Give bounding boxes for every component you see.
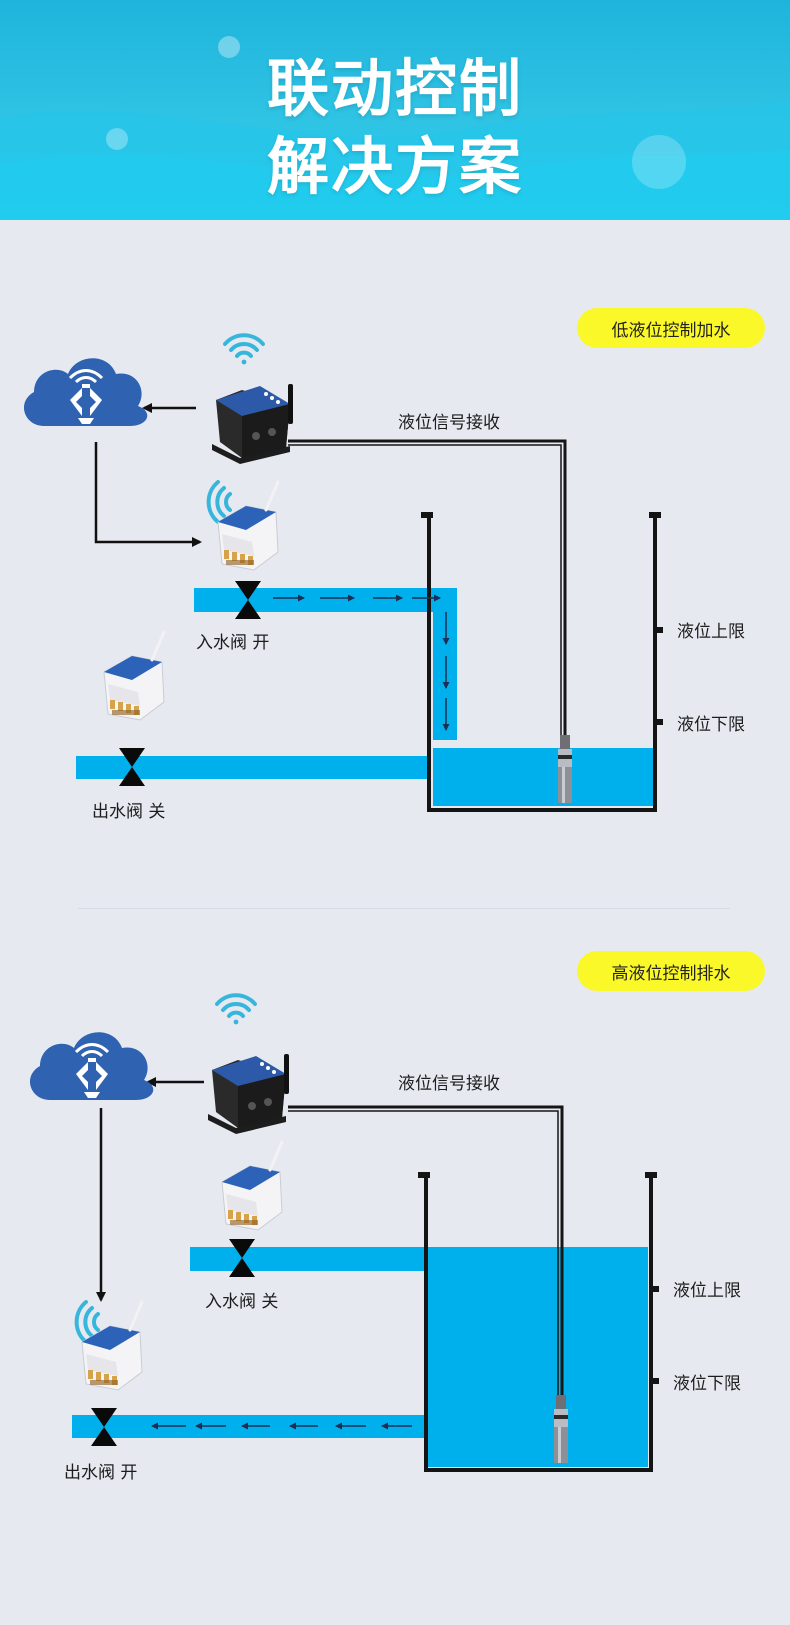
tank-water-low (433, 748, 653, 806)
inlet-valve-label: 入水阀 开 (196, 633, 270, 653)
signal-cable (288, 439, 567, 735)
lower-limit-label: 液位下限 (677, 715, 745, 735)
signal-label: 液位信号接收 (398, 413, 500, 433)
inlet-pipe (190, 1247, 430, 1271)
gateway-device-icon (208, 1054, 289, 1134)
mode-badge-high: 高液位控制排水 (577, 951, 765, 991)
inlet-flow-arrows (273, 594, 450, 731)
inlet-valve-label: 入水阀 关 (205, 1292, 279, 1312)
section-divider (78, 908, 730, 909)
panel-low-level (22, 333, 663, 812)
outlet-controller-module-icon (102, 630, 166, 722)
signal-cable (288, 1105, 564, 1395)
header-banner: 联动控制 解决方案 (0, 0, 790, 220)
outlet-valve-label: 出水阀 关 (92, 802, 166, 822)
tank-water-high (426, 1247, 648, 1467)
panel-high-level (28, 993, 659, 1472)
cloud-to-inlet-module-arrow (94, 442, 202, 547)
wifi-icon (215, 993, 257, 1027)
gateway-device-icon (212, 384, 293, 464)
inlet-pipe-vertical (433, 588, 457, 740)
title-line-1: 联动控制 (266, 52, 523, 125)
signal-label: 液位信号接收 (398, 1074, 500, 1094)
cloud-icon (28, 1030, 155, 1102)
level-sensor-icon (554, 1395, 568, 1463)
level-sensor-icon (558, 735, 572, 803)
upper-limit-label: 液位上限 (677, 622, 745, 642)
tank-walls (424, 1175, 653, 1472)
cloud-icon (22, 356, 149, 428)
upper-limit-label: 液位上限 (673, 1281, 741, 1301)
mode-badge-low: 低液位控制加水 (577, 308, 765, 348)
title-line-2: 解决方案 (266, 130, 523, 203)
inlet-controller-module-icon (220, 1140, 284, 1232)
outlet-valve-label: 出水阀 开 (64, 1463, 138, 1483)
inlet-pipe-horizontal (194, 588, 457, 612)
wifi-icon (223, 333, 265, 367)
lower-limit-tick (651, 1378, 659, 1384)
header-waves (0, 36, 790, 220)
lower-limit-label: 液位下限 (673, 1374, 741, 1394)
upper-limit-tick (651, 1286, 659, 1292)
outlet-pipe (76, 756, 430, 779)
outlet-controller-module-icon (80, 1300, 144, 1392)
wifi-icon (206, 480, 232, 524)
lower-limit-tick (655, 719, 663, 725)
upper-limit-tick (655, 627, 663, 633)
tank-walls (427, 515, 657, 812)
